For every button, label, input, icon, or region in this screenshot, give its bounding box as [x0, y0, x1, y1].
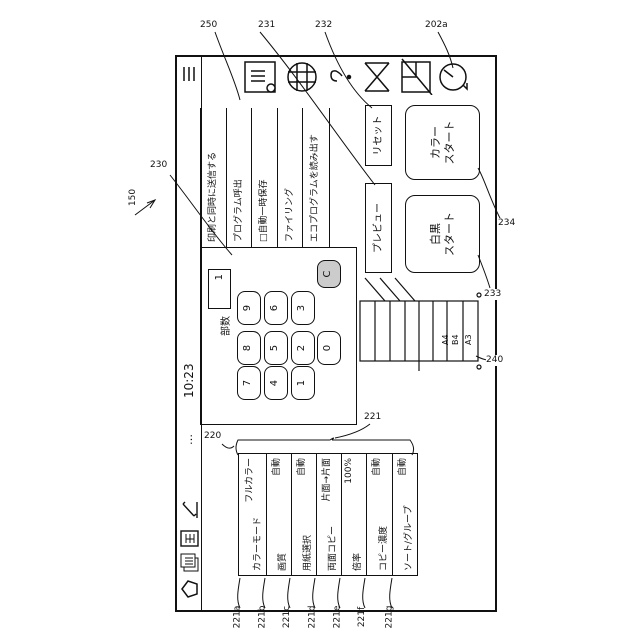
setting-label: 用紙選択	[300, 535, 313, 571]
reset-button[interactable]: リセット	[365, 105, 392, 166]
setting-value: 自動	[369, 458, 382, 476]
ref-221: 221	[364, 412, 381, 423]
job-list-icon[interactable]	[180, 552, 199, 572]
ref-221a: 221a	[232, 606, 242, 629]
more-icon[interactable]: …	[182, 434, 195, 445]
setting-label: カラーモード	[250, 517, 263, 571]
setting-duplex[interactable]: 両面コピー 片面→片面	[316, 454, 342, 575]
ref-240: 240	[486, 355, 503, 366]
key-2[interactable]: 2	[291, 331, 315, 365]
hamburger-menu-icon[interactable]	[180, 65, 199, 83]
ref-220: 220	[204, 431, 221, 442]
setting-image-quality[interactable]: 画質 自動	[266, 454, 292, 575]
figure-number: 150	[128, 189, 139, 206]
key-4[interactable]: 4	[264, 366, 288, 400]
clock-time: 10:23	[182, 363, 196, 398]
ref-232: 232	[315, 20, 332, 31]
key-7[interactable]: 7	[237, 366, 261, 400]
ref-221c: 221c	[282, 606, 292, 628]
setting-label: コピー濃度	[376, 526, 389, 571]
setting-value: 自動	[269, 458, 282, 476]
function-auto-temp-save[interactable]: □自動一時保存	[252, 108, 278, 247]
setting-magnification[interactable]: 倍率 100%	[341, 454, 367, 575]
setting-sort-group[interactable]: ソート/グループ 自動	[392, 454, 417, 575]
setting-label: 倍率	[350, 553, 363, 571]
ref-221d: 221d	[307, 606, 317, 629]
document-icon[interactable]	[180, 529, 199, 547]
key-6[interactable]: 6	[264, 291, 288, 325]
printer-icon	[355, 273, 483, 373]
globe-icon[interactable]	[288, 63, 316, 91]
copier-screen: … 10:23 カラーモード フルカラー 画質 自動 用紙選択 自動 両面コピー 片面→…	[175, 55, 497, 612]
clear-key[interactable]: C	[317, 260, 341, 288]
printer-illustration: A4 B4 A3	[355, 273, 483, 373]
function-send-while-print[interactable]: 印刷と同時に送信する	[201, 108, 227, 247]
bw-start-button[interactable]: 白黒 スタート	[405, 195, 480, 273]
document-box-icon[interactable]	[245, 62, 275, 92]
setting-density[interactable]: コピー濃度 自動	[366, 454, 393, 575]
ref-250: 250	[200, 20, 217, 31]
keypad-panel: 部数 1 7 8 9 4 5 6 1 2 3 0 C	[200, 247, 357, 425]
key-8[interactable]: 8	[237, 331, 261, 365]
help-icon[interactable]	[331, 71, 351, 81]
function-list: 印刷と同時に送信する プログラム呼出 □自動一時保存 ファイリング エコプログラ…	[200, 108, 330, 248]
bowtie-icon[interactable]	[365, 63, 389, 91]
ref-221f: 221f	[357, 607, 367, 627]
ref-233: 233	[484, 289, 501, 300]
copies-label: 部数	[217, 316, 232, 336]
home-icon[interactable]	[181, 580, 198, 598]
tray-a3: A3	[464, 334, 473, 345]
setting-label: 両面コピー	[325, 526, 338, 571]
setting-value: 100%	[344, 458, 354, 484]
function-program-recall[interactable]: プログラム呼出	[227, 108, 253, 247]
preview-button[interactable]: プレビュー	[365, 183, 392, 273]
key-0[interactable]: 0	[317, 331, 341, 365]
ref-202a: 202a	[425, 20, 448, 31]
key-5[interactable]: 5	[264, 331, 288, 365]
tray-a4: A4	[441, 334, 450, 345]
setting-paper-select[interactable]: 用紙選択 自動	[291, 454, 317, 575]
setting-value: 片面→片面	[319, 458, 332, 502]
setting-value: フルカラー	[242, 458, 255, 503]
key-3[interactable]: 3	[291, 291, 315, 325]
status-bar: … 10:23	[177, 57, 202, 610]
key-1[interactable]: 1	[291, 366, 315, 400]
ref-234: 234	[498, 218, 515, 229]
setting-color-mode[interactable]: カラーモード フルカラー	[239, 454, 267, 575]
ref-221e: 221e	[332, 606, 342, 629]
setting-label: 画質	[275, 553, 288, 571]
layout-icon[interactable]	[402, 59, 432, 95]
ref-221b: 221b	[257, 606, 267, 629]
ref-231: 231	[258, 20, 275, 31]
pen-icon[interactable]	[180, 500, 199, 520]
key-9[interactable]: 9	[237, 291, 261, 325]
setting-label: ソート/グループ	[401, 506, 414, 572]
settings-list: カラーモード フルカラー 画質 自動 用紙選択 自動 両面コピー 片面→片面 倍率 100…	[238, 453, 418, 576]
function-eco-program[interactable]: エコプログラムを読み出す	[303, 108, 329, 247]
setting-value: 自動	[395, 458, 408, 476]
tray-b4: B4	[451, 334, 460, 345]
function-filing[interactable]: ファイリング	[278, 108, 304, 247]
color-start-button[interactable]: カラー スタート	[405, 105, 480, 180]
ref-221g: 221g	[384, 606, 394, 629]
copies-field[interactable]: 1	[208, 269, 231, 309]
ref-230: 230	[150, 160, 167, 171]
history-clock-icon[interactable]	[440, 64, 467, 90]
icon-bar	[237, 55, 497, 95]
setting-value: 自動	[294, 458, 307, 476]
